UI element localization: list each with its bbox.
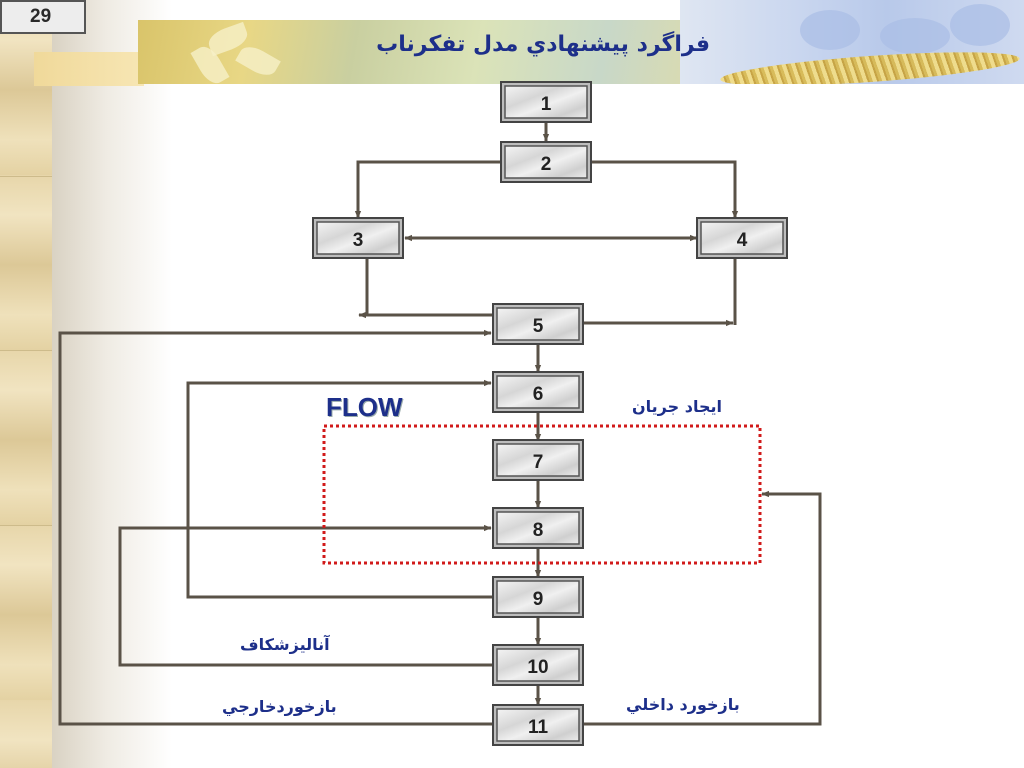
edge-9-6-loop <box>186 379 493 599</box>
edge-11-internal-loop <box>583 490 822 726</box>
node-4: 4 <box>696 217 788 259</box>
node-11: 11 <box>492 704 584 746</box>
annotation-external-feedback: بازخوردخارجي <box>222 697 337 716</box>
node-9-label: 9 <box>533 589 544 610</box>
node-7: 7 <box>492 439 584 481</box>
node-7-label: 7 <box>533 452 544 473</box>
top-right-decoration <box>680 0 1024 84</box>
edge-2-4 <box>591 160 739 219</box>
left-shadow <box>52 0 172 768</box>
slide-number-box: 29 <box>0 0 86 34</box>
annotation-gap-analysis: آناليزشكاف <box>240 635 330 654</box>
node-1: 1 <box>500 81 592 123</box>
node-3-label: 3 <box>353 230 364 251</box>
node-2-label: 2 <box>541 154 552 175</box>
node-6: 6 <box>492 371 584 413</box>
node-11-label: 11 <box>528 717 549 738</box>
node-5: 5 <box>492 303 584 345</box>
flow-label: FLOW <box>326 392 403 422</box>
connectors <box>58 122 822 726</box>
node-4-label: 4 <box>737 230 748 251</box>
node-8: 8 <box>492 507 584 549</box>
node-2: 2 <box>500 141 592 183</box>
node-9: 9 <box>492 576 584 618</box>
annotation-create-flow: ايجاد جريان <box>632 397 722 416</box>
slide-title: فراگرد پيشنهادي مدل تفكرناب <box>376 32 710 57</box>
node-10: 10 <box>492 644 584 686</box>
annotation-internal-feedback: بازخورد داخلي <box>626 695 740 714</box>
node-6-label: 6 <box>533 384 544 405</box>
node-1-label: 1 <box>541 94 552 115</box>
node-8-label: 8 <box>533 520 544 541</box>
edge-11-5-external-loop <box>58 329 493 726</box>
edge-2-3 <box>354 160 501 219</box>
node-3: 3 <box>312 217 404 259</box>
edge-10-8-loop <box>118 524 493 667</box>
edge-3-down <box>358 259 369 319</box>
flow-dotted-box <box>322 424 762 565</box>
node-5-label: 5 <box>533 316 544 337</box>
top-decorative-band <box>34 52 144 86</box>
title-banner <box>138 20 756 84</box>
slide-number: 29 <box>30 6 52 27</box>
node-10-label: 10 <box>527 657 548 678</box>
